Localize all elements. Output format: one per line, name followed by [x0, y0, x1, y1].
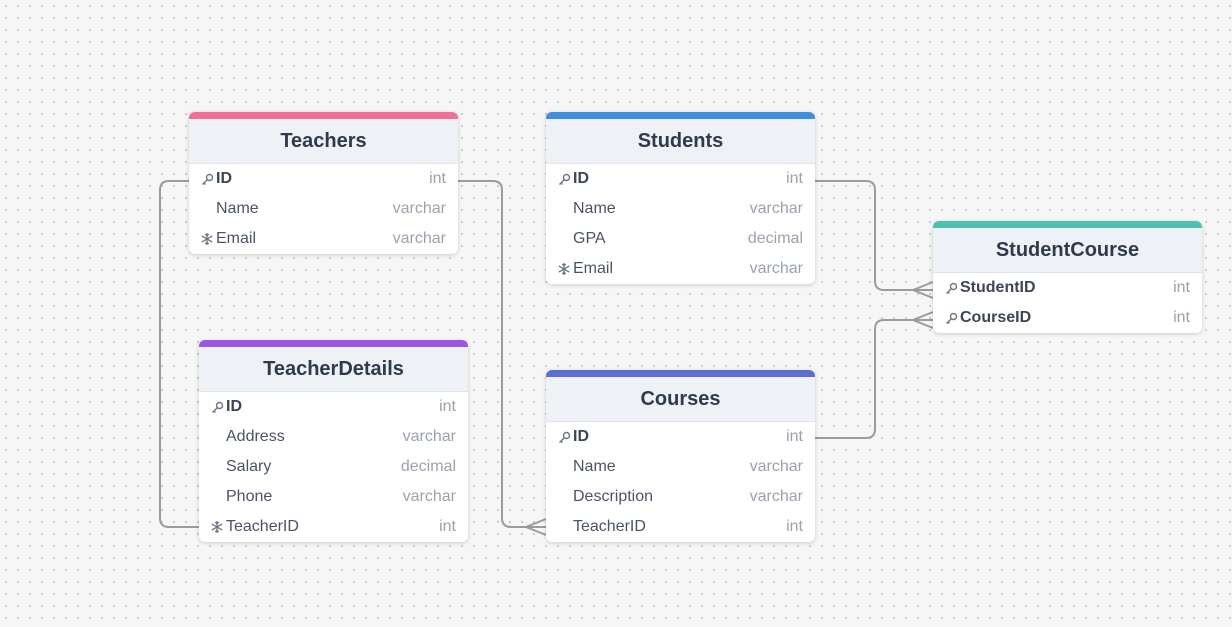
table-header[interactable]: Courses — [546, 370, 815, 422]
table-header[interactable]: Students — [546, 112, 815, 164]
table-header[interactable]: StudentCourse — [933, 221, 1202, 273]
field-type: varchar — [392, 230, 446, 247]
field-type: varchar — [749, 260, 803, 277]
table-header[interactable]: Teachers — [189, 112, 458, 164]
relation-courses-studentcourse — [815, 319, 933, 439]
table-header[interactable]: TeacherDetails — [199, 340, 468, 392]
field-row[interactable]: Description varchar — [546, 482, 815, 512]
relation-teachers-courses — [458, 180, 546, 528]
crowfoot-courses — [523, 518, 547, 536]
field-type: decimal — [747, 230, 803, 247]
crowfoot-studentcourse-course — [910, 311, 934, 329]
field-type: int — [439, 398, 456, 415]
unique-icon — [209, 520, 225, 534]
key-icon — [556, 431, 572, 444]
key-icon — [943, 282, 959, 295]
field-name: ID — [573, 170, 589, 187]
field-type: int — [1173, 279, 1190, 296]
field-row[interactable]: Name varchar — [546, 194, 815, 224]
field-type: varchar — [402, 428, 456, 445]
field-name: ID — [216, 170, 232, 187]
field-row[interactable]: Salary decimal — [199, 452, 468, 482]
field-row[interactable]: ID int — [189, 164, 458, 194]
unique-icon — [199, 232, 215, 246]
field-name: StudentID — [960, 279, 1036, 296]
field-row[interactable]: ID int — [199, 392, 468, 422]
field-name: TeacherID — [573, 518, 646, 535]
field-type: varchar — [749, 488, 803, 505]
key-icon — [209, 401, 225, 414]
key-icon — [199, 173, 215, 186]
field-row[interactable]: GPA decimal — [546, 224, 815, 254]
field-name: Salary — [226, 458, 272, 475]
crowfoot-studentcourse-student — [910, 281, 934, 299]
field-row[interactable]: TeacherID int — [199, 512, 468, 542]
field-type: varchar — [749, 200, 803, 217]
field-name: CourseID — [960, 309, 1032, 326]
relation-students-studentcourse — [815, 180, 933, 291]
field-name: Description — [573, 488, 654, 505]
field-row[interactable]: Email varchar — [546, 254, 815, 284]
field-name: Email — [573, 260, 614, 277]
field-row[interactable]: Name varchar — [189, 194, 458, 224]
field-type: varchar — [402, 488, 456, 505]
field-type: int — [1173, 309, 1190, 326]
field-name: Name — [216, 200, 259, 217]
key-icon — [943, 312, 959, 325]
field-row[interactable]: ID int — [546, 164, 815, 194]
field-name: ID — [573, 428, 589, 445]
field-row[interactable]: Address varchar — [199, 422, 468, 452]
field-name: Email — [216, 230, 257, 247]
field-type: int — [439, 518, 456, 535]
field-row[interactable]: Name varchar — [546, 452, 815, 482]
field-type: int — [786, 518, 803, 535]
field-name: Address — [226, 428, 285, 445]
field-name: GPA — [573, 230, 606, 247]
field-row[interactable]: CourseID int — [933, 303, 1202, 333]
field-row[interactable]: Email varchar — [189, 224, 458, 254]
field-row[interactable]: StudentID int — [933, 273, 1202, 303]
unique-icon — [556, 262, 572, 276]
field-name: ID — [226, 398, 242, 415]
key-icon — [556, 173, 572, 186]
field-row[interactable]: TeacherID int — [546, 512, 815, 542]
field-type: decimal — [400, 458, 456, 475]
field-type: int — [429, 170, 446, 187]
field-type: varchar — [749, 458, 803, 475]
field-name: TeacherID — [226, 518, 299, 535]
field-type: int — [786, 170, 803, 187]
field-name: Name — [573, 200, 616, 217]
field-type: varchar — [392, 200, 446, 217]
field-row[interactable]: Phone varchar — [199, 482, 468, 512]
field-type: int — [786, 428, 803, 445]
field-name: Name — [573, 458, 616, 475]
field-name: Phone — [226, 488, 273, 505]
field-row[interactable]: ID int — [546, 422, 815, 452]
